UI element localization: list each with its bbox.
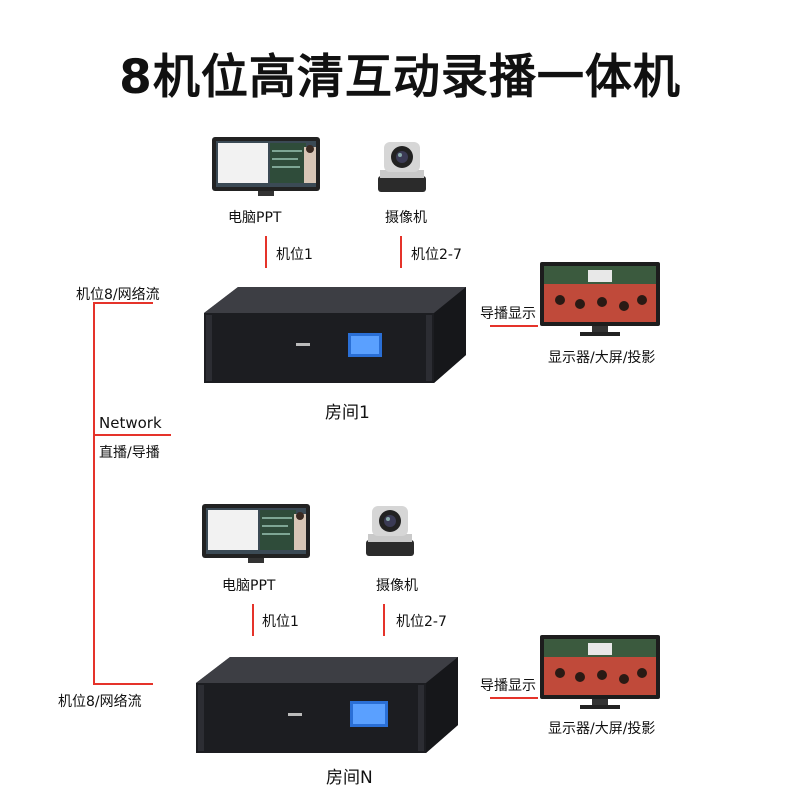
room-name: 房间1 [325,398,370,423]
recorder-device-icon [198,285,470,385]
camera-icon [374,136,430,196]
camera-channel-line [383,604,385,636]
recorder-device-icon [190,655,462,755]
network-line [93,434,171,436]
roomN-stream-line [93,683,153,685]
camera-channel-label: 机位2-7 [396,611,447,631]
display-monitor-icon [540,262,660,338]
pc-ppt-icon [202,504,312,564]
display-label: 显示器/大屏/投影 [548,718,655,738]
network-trunk-line [93,302,95,685]
camera-icon [362,500,418,560]
pc-ppt-label: 电脑PPT [222,575,275,595]
pc-channel-label: 机位1 [276,244,313,264]
camera-label: 摄像机 [376,575,418,595]
pc-channel-line [252,604,254,636]
output-label: 导播显示 [480,303,536,323]
room1-stream-label: 机位8/网络流 [76,284,160,304]
network-sub-label: 直播/导播 [99,442,160,462]
pc-ppt-label: 电脑PPT [228,207,281,227]
display-label: 显示器/大屏/投影 [548,347,655,367]
pc-ppt-icon [212,137,322,197]
pc-channel-line [265,236,267,268]
pc-channel-label: 机位1 [262,611,299,631]
roomN-stream-label: 机位8/网络流 [58,691,142,711]
camera-label: 摄像机 [385,207,427,227]
display-monitor-icon [540,635,660,711]
output-line [490,697,538,699]
room-name: 房间N [326,763,373,788]
network-label: Network [99,414,162,432]
output-line [490,325,538,327]
output-label: 导播显示 [480,675,536,695]
page-title: 8机位高清互动录播一体机 [0,38,800,107]
camera-channel-label: 机位2-7 [411,244,462,264]
camera-channel-line [400,236,402,268]
